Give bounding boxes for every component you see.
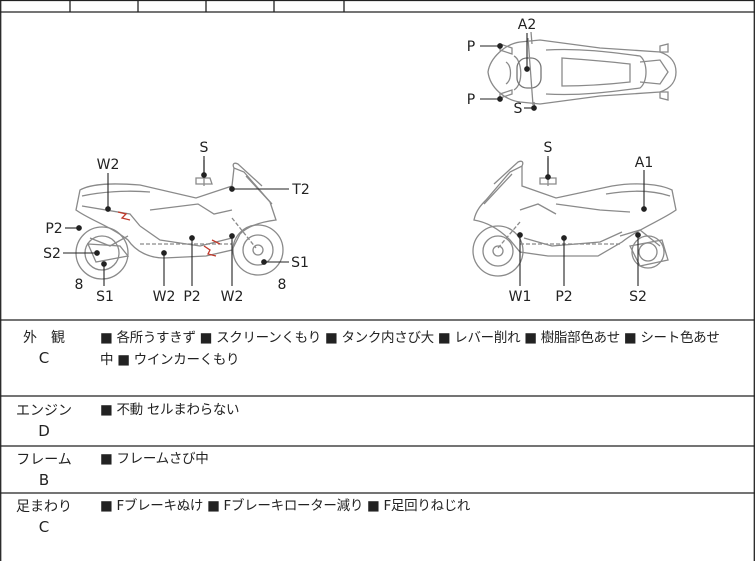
right-side-motorcycle [472,158,677,277]
left-label-w2-mid: W2 [153,289,176,305]
section-exterior-line-1: ■ 各所うすきず ■ スクリーンくもり ■ タンク内さび大 ■ レバー削れ ■ … [100,330,720,346]
section-engine-notes: ■ 不動 セルまわらない [100,399,745,421]
left-label-w2-right: W2 [221,289,244,305]
left-label-t2: T2 [291,182,309,198]
left-label-p2: P2 [45,221,62,237]
diagram-labels: P A2 P S S W2 T2 P2 S2 8 S1 W2 P2 W2 S1 … [43,17,653,305]
left-label-s1-right: S1 [291,255,309,271]
section-suspension-line-1: ■ Fブレーキぬけ ■ Fブレーキローター減り ■ F足回りねじれ [100,498,471,514]
section-exterior-grade: C [38,349,50,367]
right-label-s: S [544,140,553,156]
left-label-8-left: 8 [75,277,84,293]
section-frame-grade: B [38,471,50,489]
left-label-s: S [200,140,209,156]
section-exterior-name: 外 観 [23,330,65,346]
section-frame-name: フレーム [16,452,72,468]
top-view-motorcycle [487,31,677,111]
top-label-p-upper: P [467,39,475,55]
left-label-p2-bottom: P2 [183,289,200,305]
section-suspension-label: 足まわり C [0,497,88,537]
section-engine-label: エンジン D [0,401,88,441]
section-exterior-line-2: 中 ■ ウインカーくもり [100,352,240,368]
section-suspension-name: 足まわり [16,499,72,515]
left-label-8-right: 8 [278,277,287,293]
section-exterior-notes: ■ 各所うすきず ■ スクリーンくもり ■ タンク内さび大 ■ レバー削れ ■ … [100,327,745,371]
top-label-p-lower: P [467,92,475,108]
section-frame-notes: ■ フレームさび中 [100,448,745,470]
top-label-s: S [514,101,523,117]
left-side-markers [63,156,289,286]
left-label-w2-top: W2 [97,157,120,173]
top-label-a2: A2 [518,17,536,33]
section-engine-name: エンジン [16,403,72,419]
right-label-a1: A1 [635,155,653,171]
right-label-s2: S2 [629,289,647,305]
section-exterior-label: 外 観 C [0,328,88,368]
section-suspension-notes: ■ Fブレーキぬけ ■ Fブレーキローター減り ■ F足回りねじれ [100,495,745,517]
section-frame-label: フレーム B [0,450,88,490]
left-side-motorcycle [75,160,284,280]
section-engine-line-1: ■ 不動 セルまわらない [100,402,240,418]
left-label-s2: S2 [43,246,61,262]
section-suspension-grade: C [38,518,50,536]
right-label-p2: P2 [555,289,572,305]
top-view-markers [480,33,537,111]
right-side-markers [517,156,647,286]
section-engine-grade: D [38,422,50,440]
right-label-w1: W1 [509,289,532,305]
left-label-s1-bottom: S1 [96,289,114,305]
section-frame-line-1: ■ フレームさび中 [100,451,209,467]
left-damage-marks [117,211,221,257]
